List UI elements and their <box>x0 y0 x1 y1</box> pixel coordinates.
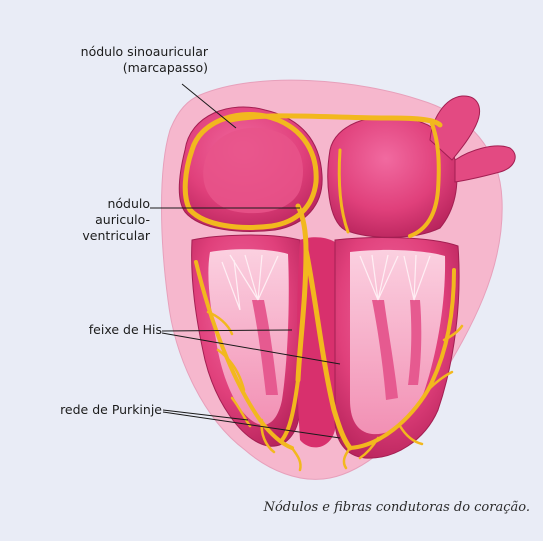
label-sinoatrial-node-paren: (marcapasso) <box>48 60 208 76</box>
label-purkinje-network: rede de Purkinje <box>30 402 162 418</box>
label-av-node-line1: nódulo <box>64 196 150 212</box>
label-av-node: nódulo auriculo- ventricular <box>64 196 150 244</box>
figure-caption: Nódulos e fibras condutoras do coração. <box>200 500 530 515</box>
right-atrium-cavity <box>203 128 303 213</box>
label-bundle-of-his: feixe de His <box>66 322 162 338</box>
label-av-node-line3: ventricular <box>64 228 150 244</box>
label-sinoatrial-node-text: nódulo sinoauricular <box>48 44 208 60</box>
label-sinoatrial-node: nódulo sinoauricular (marcapasso) <box>48 44 208 76</box>
label-av-node-line2: auriculo- <box>64 212 150 228</box>
